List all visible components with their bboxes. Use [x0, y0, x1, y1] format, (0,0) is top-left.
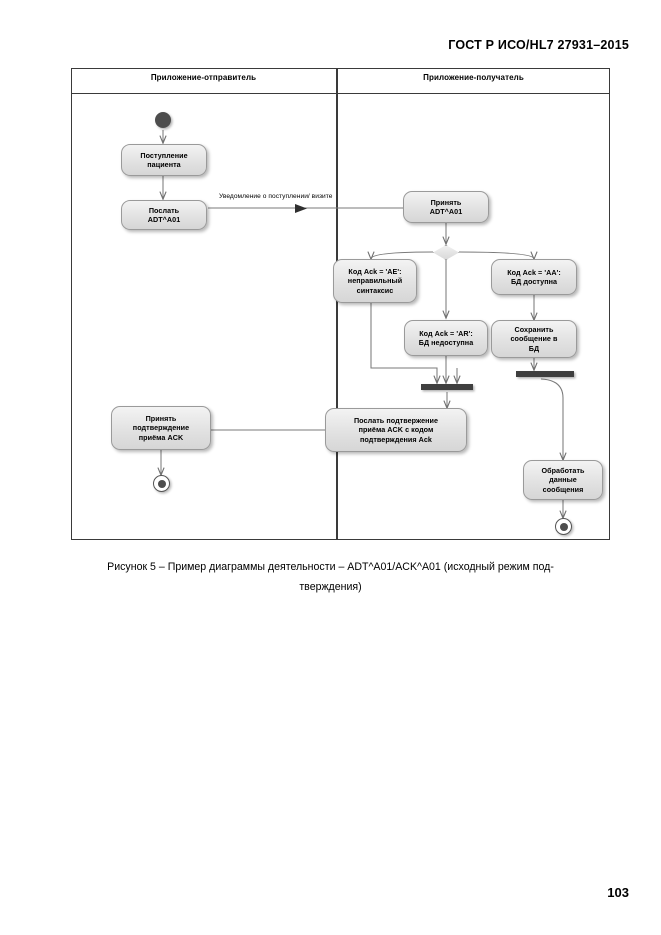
document-header-standard-number: ГОСТ Р ИСО/HL7 27931–2015	[448, 38, 629, 52]
decision-node-ack-code[interactable]	[433, 245, 459, 260]
activity-diagram-figure: Приложение-отправитель Приложение-получа…	[71, 68, 610, 540]
swimlane-title-sender: Приложение-отправитель	[150, 73, 257, 82]
final-node-sender	[153, 475, 170, 492]
activity-ack-ar-label: Код Ack = 'AR':БД недоступна	[418, 328, 474, 348]
activity-ack-aa-label: Код Ack = 'AA':БД доступна	[507, 267, 561, 287]
final-node-receiver	[555, 518, 572, 535]
swimlane-title-receiver: Приложение-получатель	[423, 73, 524, 82]
swimlane-vertical-divider	[336, 68, 338, 540]
edge-label-admission-notification: Уведомление о поступлении/ визите	[219, 193, 333, 200]
activity-ack-ar[interactable]: Код Ack = 'AR':БД недоступна	[404, 320, 488, 356]
page-number: 103	[607, 885, 629, 900]
figure-caption-line-1: Рисунок 5 – Пример диаграммы деятельност…	[107, 561, 554, 573]
figure-caption-line-2: тверждения)	[299, 580, 362, 593]
diagram-frame	[71, 68, 610, 540]
figure-caption: Рисунок 5 – Пример диаграммы деятельност…	[58, 558, 603, 597]
lane-header-divider	[71, 93, 610, 95]
fork-bar-receiver	[516, 371, 574, 377]
connector-lines	[71, 130, 610, 540]
activity-ack-aa[interactable]: Код Ack = 'AA':БД доступна	[491, 259, 577, 295]
join-bar-receiver	[421, 384, 473, 390]
initial-node-start	[155, 112, 171, 128]
signal-arrowhead	[295, 204, 307, 213]
